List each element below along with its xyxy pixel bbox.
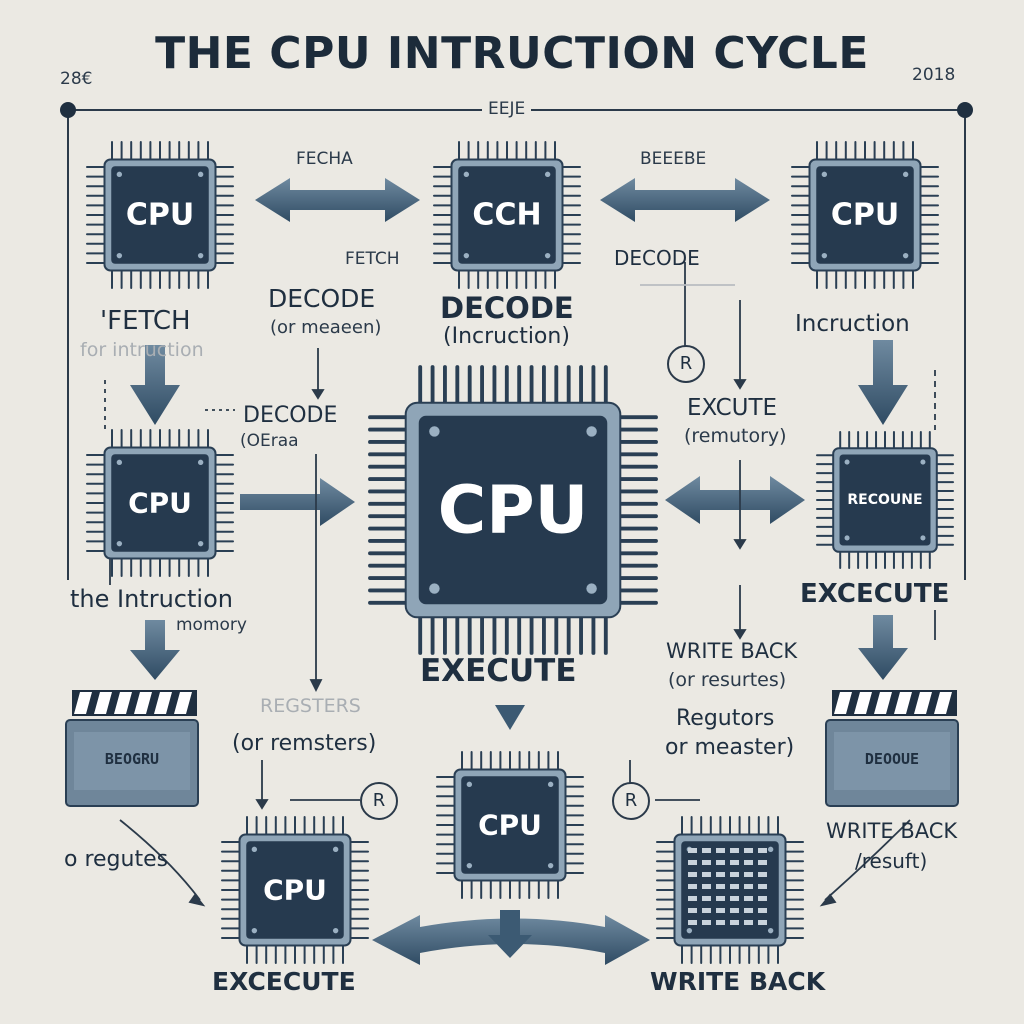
- label-fetch-left: 'FETCH: [100, 306, 191, 336]
- frame-dot-right: [957, 102, 973, 118]
- label-incruction-right: Incruction: [795, 311, 910, 337]
- label-excute: EXCUTE: [687, 395, 778, 421]
- chip-graphic: CPU: [436, 751, 584, 899]
- cpu-chip-bottom-center: CPU: [435, 750, 585, 900]
- down-arrow-right-2: [858, 615, 908, 680]
- label-regsters-faint: REGSTERS: [260, 695, 361, 717]
- double-arrow-top-left: [255, 178, 420, 222]
- chip-graphic: CPU: [86, 429, 234, 577]
- label-result: /resuft): [855, 849, 928, 873]
- label-or-remsters: (or remsters): [232, 731, 377, 756]
- chip-label: RECOUNE: [847, 492, 922, 508]
- label-or-meaeen: (or meaeen): [270, 317, 382, 338]
- page-title: THE CPU INTRUCTION CYCLE: [155, 28, 869, 79]
- label-write-back-mid: WRITE BACK: [666, 639, 798, 663]
- arrow-mid-left: [240, 478, 355, 526]
- register-circle-1: R: [667, 345, 705, 383]
- thin-connectors: [104, 262, 936, 901]
- cpu-chip-top-right: CPU: [790, 140, 940, 290]
- chip-graphic: CCH: [433, 141, 581, 289]
- chip-graphic: [656, 816, 804, 964]
- down-arrow-left-1: [130, 345, 180, 425]
- label-incruction-paren: (Incruction): [443, 324, 570, 349]
- label-for-intruction: for intruction: [80, 339, 204, 361]
- cpu-chip-bottom-left: CPU: [220, 815, 370, 965]
- chip-label: CPU: [263, 874, 327, 907]
- chip-graphic: CPU: [791, 141, 939, 289]
- top-bar-label: EEJE: [482, 100, 532, 119]
- chip-graphic: RECOUNE: [816, 431, 954, 569]
- label-excecute-right: EXCECUTE: [800, 579, 950, 609]
- cache-chip-top-center: CCH: [432, 140, 582, 290]
- chip-label: CPU: [478, 809, 542, 842]
- label-fecha-top: FECHA: [296, 149, 353, 169]
- chip-label: CPU: [128, 487, 192, 520]
- label-remutory: (remutory): [684, 425, 787, 447]
- corner-label-left: 28€: [60, 69, 93, 89]
- chip-graphic: CPU: [86, 141, 234, 289]
- chip-graphic: CPU: [221, 816, 369, 964]
- frame-dot-left: [60, 102, 76, 118]
- cpu-chip-mid-left: CPU: [85, 428, 235, 578]
- label-the-intruction: the Intruction: [70, 585, 233, 613]
- label-decode-right: DECODE: [614, 246, 700, 270]
- clapperboard-label: DEOOUE: [865, 750, 919, 768]
- label-to-regutes: o regutes: [64, 847, 169, 872]
- label-decode-upper-left: DECODE: [268, 284, 376, 313]
- label-regutors: Regutors: [676, 706, 775, 731]
- register-circle-2: R: [360, 782, 398, 820]
- double-arrow-top-right: [600, 178, 770, 222]
- label-or-measter: or measter): [665, 735, 795, 760]
- chip-label: CCH: [472, 198, 541, 233]
- label-execute-bottom: EXCECUTE: [212, 967, 356, 996]
- label-execute-center: EXECUTE: [420, 653, 577, 689]
- label-beeebe: BEEEBE: [640, 149, 707, 169]
- register-chip-bottom-right: [655, 815, 805, 965]
- label-write-back-right: WRITE BACK: [826, 819, 958, 843]
- clapperboard-left: BEOGRU: [62, 688, 202, 814]
- cpu-chip-center: CPU: [368, 365, 658, 655]
- label-memory: momory: [176, 615, 247, 635]
- chip-label: CPU: [831, 198, 899, 233]
- clapperboard-label: BEOGRU: [105, 750, 159, 768]
- chip-label: CPU: [438, 472, 588, 549]
- down-arrow-right-1: [858, 340, 908, 425]
- label-or-resurtes: (or resurtes): [668, 669, 787, 691]
- down-arrow-left-2: [130, 620, 180, 680]
- chip-graphic: CPU: [368, 365, 658, 655]
- label-fetch-small: FETCH: [345, 249, 400, 269]
- label-decode-center: DECODE: [440, 291, 574, 325]
- down-arrow-bottom: [488, 910, 532, 958]
- clapperboard-graphic: DEOOUE: [825, 690, 959, 807]
- chip-label: CPU: [126, 198, 194, 233]
- label-oeraa: (OEraa: [240, 431, 299, 451]
- cpu-chip-top-left: CPU: [85, 140, 235, 290]
- clapperboard-graphic: BEOGRU: [65, 690, 199, 807]
- register-circle-3: R: [612, 782, 650, 820]
- clapperboard-right: DEOOUE: [822, 688, 962, 814]
- down-arrow-center: [495, 705, 525, 730]
- decoder-chip-mid-right: RECOUNE: [815, 430, 955, 570]
- double-arrow-mid-right: [665, 476, 805, 524]
- label-write-back-bottom: WRITE BACK: [650, 967, 826, 996]
- corner-label-right: 2018: [912, 65, 956, 85]
- label-decode-mid: DECODE: [243, 403, 338, 428]
